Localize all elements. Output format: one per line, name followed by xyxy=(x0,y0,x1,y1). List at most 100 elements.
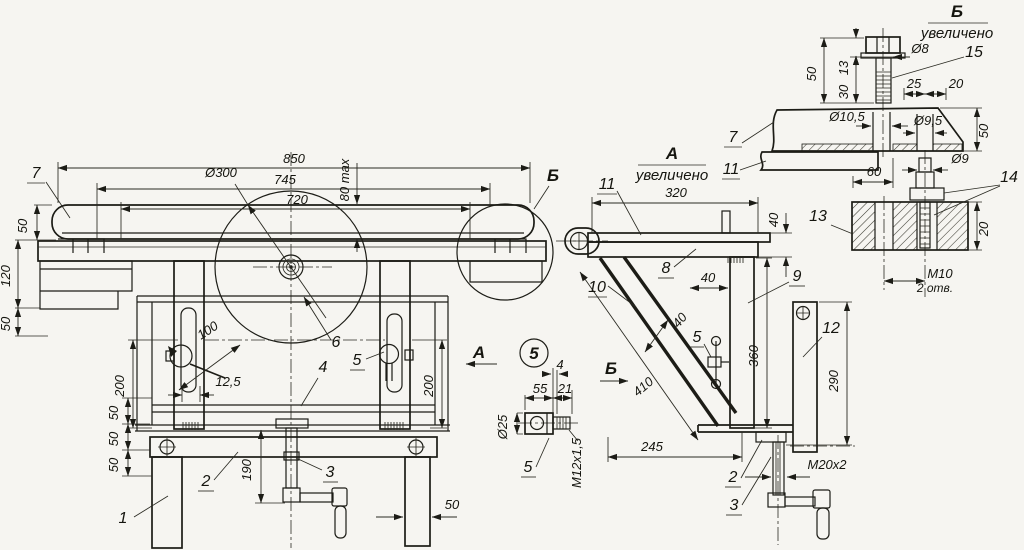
weld-marks xyxy=(182,422,404,430)
table-strip xyxy=(587,232,771,243)
leg-right xyxy=(404,456,431,547)
dim-120: 120 xyxy=(0,264,13,286)
detail-5-number: 5 xyxy=(529,344,539,363)
vertical-post xyxy=(729,256,755,429)
callout-9: 9 xyxy=(793,268,802,285)
dim-13: 13 xyxy=(836,60,851,75)
caption-a-letter: А xyxy=(665,144,678,163)
bolt-15 xyxy=(860,36,906,104)
callout-11b: 11 xyxy=(723,161,740,178)
hinge-lug xyxy=(564,227,600,255)
beam-bolt-right xyxy=(407,438,425,456)
dim-m10: M10 xyxy=(927,266,953,281)
clamp-bar-12 xyxy=(792,301,818,453)
dim-m12: M12x1,5 xyxy=(569,437,584,488)
dim-125: 12,5 xyxy=(215,374,241,389)
dim-410: 410 xyxy=(630,373,657,399)
dim-50bolt: 50 xyxy=(804,66,819,81)
strip-11 xyxy=(759,151,879,171)
adjust-slot-right xyxy=(386,313,403,393)
slab-holes xyxy=(872,112,934,151)
dim-dia25: Ø25 xyxy=(495,414,510,440)
dim-40h: 40 xyxy=(701,270,716,285)
apron-frame xyxy=(37,238,547,310)
dim-50b: 50 xyxy=(0,316,13,331)
dim-50leg: 50 xyxy=(445,497,460,512)
detail-5-circle xyxy=(519,338,549,368)
dim-360: 360 xyxy=(746,344,761,366)
plate-weld-marks xyxy=(727,257,744,263)
dim-20: 20 xyxy=(948,76,964,91)
callout-14: 14 xyxy=(1000,169,1018,186)
view-a-letter: А xyxy=(472,343,485,362)
clamp-screw-center xyxy=(275,418,348,539)
callout-12: 12 xyxy=(822,320,840,337)
dim-m20: M20x2 xyxy=(807,457,847,472)
dim-2otv: 2 отв. xyxy=(916,281,953,295)
stand-frame xyxy=(135,260,450,432)
beam-and-legs xyxy=(149,436,438,549)
callout-1: 1 xyxy=(119,510,128,527)
part5-hole xyxy=(529,415,545,431)
dim-100: 100 xyxy=(194,318,221,343)
caption-b-letter: Б xyxy=(951,2,963,21)
dim-720: 720 xyxy=(286,192,308,207)
beam-bolt-left xyxy=(158,438,176,456)
dim-850: 850 xyxy=(283,151,305,166)
callout-11s: 11 xyxy=(599,176,616,193)
dim-dia300: Ø300 xyxy=(204,165,238,180)
dim-200l: 200 xyxy=(112,374,127,397)
extension-lines xyxy=(15,162,550,518)
slab-7 xyxy=(770,107,964,152)
clamp-bracket xyxy=(755,431,787,443)
dim-245: 245 xyxy=(640,439,663,454)
dim-50top: 50 xyxy=(15,218,30,233)
callout-8: 8 xyxy=(662,260,671,277)
post-clamp-handle xyxy=(707,335,729,390)
part5-stub xyxy=(552,416,571,430)
callout-4: 4 xyxy=(319,359,328,376)
callout-6-leader xyxy=(303,296,332,341)
callout-detail-b: Б xyxy=(547,166,559,185)
dim-dia9: Ø9 xyxy=(950,151,968,166)
clamp-screw-side xyxy=(767,441,831,540)
callout-5s: 5 xyxy=(693,329,702,346)
dim-60: 60 xyxy=(867,164,882,179)
callout-13: 13 xyxy=(809,208,827,225)
part5-body xyxy=(524,412,554,435)
callout-3s: 3 xyxy=(730,497,739,514)
dim-25: 25 xyxy=(906,76,922,91)
view-b-letter: Б xyxy=(605,359,617,378)
dim-320: 320 xyxy=(665,185,687,200)
dim-40r: 40 xyxy=(766,212,781,227)
dim-100-line xyxy=(178,344,241,391)
dim-21: 21 xyxy=(557,381,572,396)
side-view-bracket: А увеличено 320 40 40 40 410 360 245 290… xyxy=(556,144,855,545)
beam xyxy=(149,436,438,458)
caption-a-word: увеличено xyxy=(635,167,708,184)
detailb-axes xyxy=(882,28,926,297)
dim-50slab: 50 xyxy=(976,123,991,138)
callout-15: 15 xyxy=(965,44,983,61)
caption-b-word: увеличено xyxy=(920,25,993,42)
clamp-lever-right xyxy=(378,343,414,381)
callout-3: 3 xyxy=(326,464,335,481)
dim-290: 290 xyxy=(826,369,841,392)
slab-hatch xyxy=(801,143,963,152)
leg-left xyxy=(151,456,183,549)
callout-5d-leader xyxy=(535,437,550,468)
screw-14 xyxy=(909,157,945,249)
dim-dia95: Ø9,5 xyxy=(913,113,943,128)
dim-80max: 80 max xyxy=(337,158,352,201)
callout-5: 5 xyxy=(353,352,362,369)
callout-7: 7 xyxy=(32,165,42,182)
part5-thread xyxy=(556,417,567,429)
dim-30: 30 xyxy=(836,84,851,99)
callout-7b: 7 xyxy=(729,129,739,146)
stop-tab xyxy=(721,210,731,234)
callout-6: 6 xyxy=(332,334,341,351)
dim-dia105: Ø10,5 xyxy=(828,109,865,124)
callout-2: 2 xyxy=(201,473,211,490)
